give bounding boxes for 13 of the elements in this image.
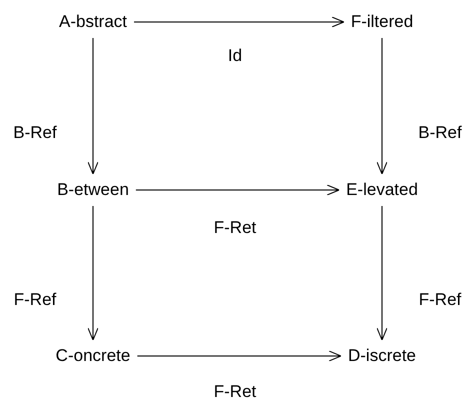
node-label: E-levated xyxy=(343,178,421,202)
arrow xyxy=(376,206,388,340)
node-label: C-oncrete xyxy=(52,344,134,368)
arrow xyxy=(136,350,342,362)
node-label: D-iscrete xyxy=(345,344,419,368)
arrow xyxy=(88,38,98,174)
arrow xyxy=(88,206,98,340)
node-label: F-iltered xyxy=(348,10,416,34)
node-label: B-etween xyxy=(54,178,132,202)
node-label: A-bstract xyxy=(56,10,130,34)
arrow xyxy=(376,38,388,174)
arrow xyxy=(134,16,344,28)
arrow xyxy=(135,184,340,196)
